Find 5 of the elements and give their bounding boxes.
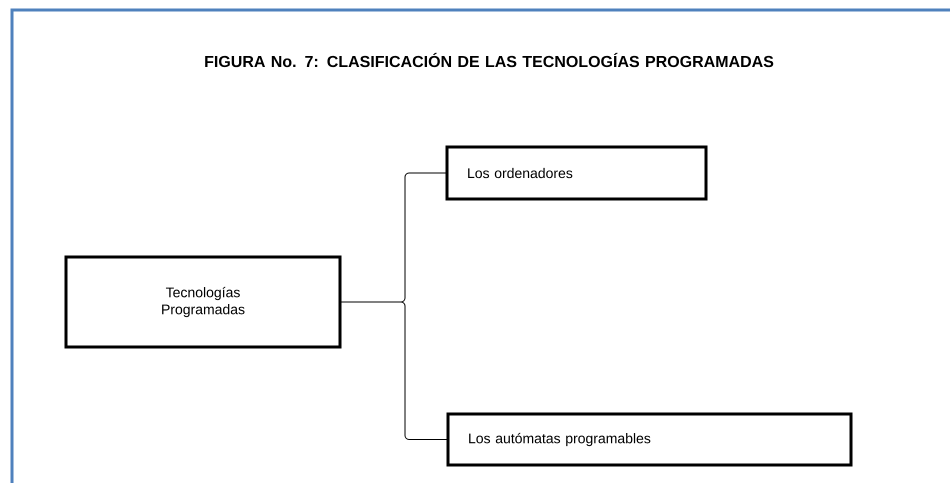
text-box: Los ordenadores — [446, 146, 708, 200]
title: FIGURA No. 7: CLASIFICACIÓN DE LAS TECNOLOGÍAS PROGRAMADAS — [205, 52, 774, 68]
text-box: Los autómatas programables — [446, 412, 852, 466]
connector-line — [341, 302, 447, 440]
text-box: Tecnologías Programadas — [64, 256, 342, 348]
